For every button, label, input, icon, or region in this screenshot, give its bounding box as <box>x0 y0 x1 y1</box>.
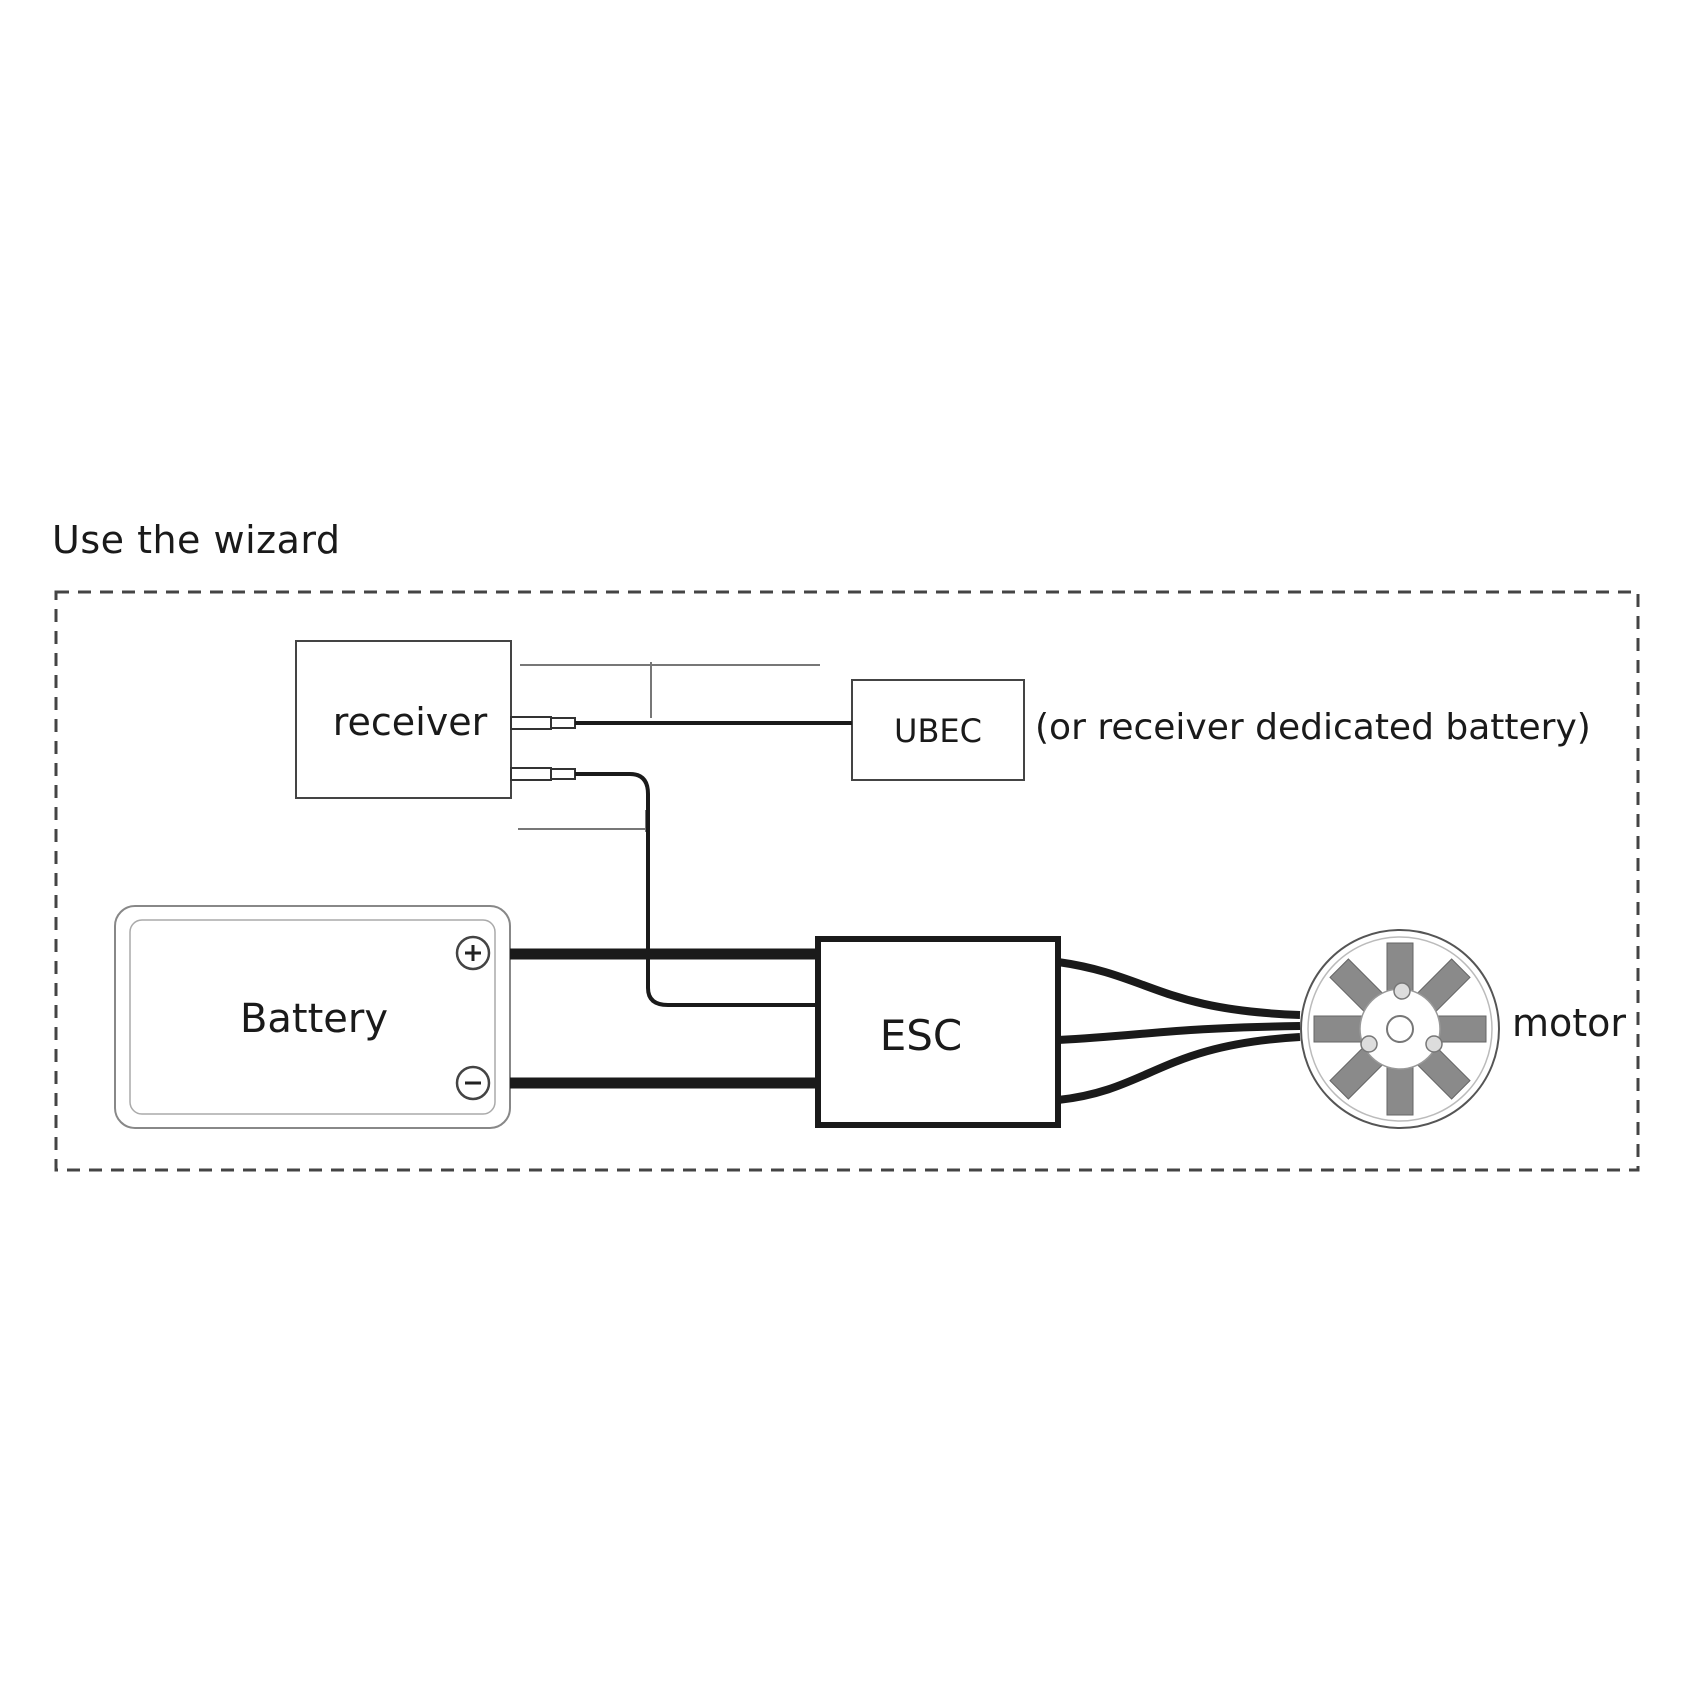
guide-lines <box>518 662 820 832</box>
receiver-connector-top <box>510 716 576 730</box>
ubec-note: (or receiver dedicated battery) <box>1035 707 1591 748</box>
dashed-frame <box>54 590 1640 1172</box>
positive-terminal-icon <box>455 935 491 971</box>
receiver-esc-signal-wire <box>575 772 818 1007</box>
receiver-connector-bottom <box>510 767 576 781</box>
negative-terminal-icon <box>455 1065 491 1101</box>
esc-label: ESC <box>880 1011 963 1060</box>
ubec-box: UBEC <box>851 679 1025 781</box>
receiver-label: receiver <box>333 700 488 744</box>
page-title: Use the wizard <box>52 518 341 562</box>
ubec-label: UBEC <box>894 712 982 750</box>
battery-label: Battery <box>240 996 388 1042</box>
battery-box: Battery <box>114 905 511 1129</box>
motor-icon <box>1300 929 1500 1129</box>
esc-motor-wires <box>1057 958 1301 1104</box>
motor-label: motor <box>1512 1001 1626 1045</box>
receiver-box: receiver <box>295 640 512 799</box>
esc-box: ESC <box>815 936 1061 1128</box>
